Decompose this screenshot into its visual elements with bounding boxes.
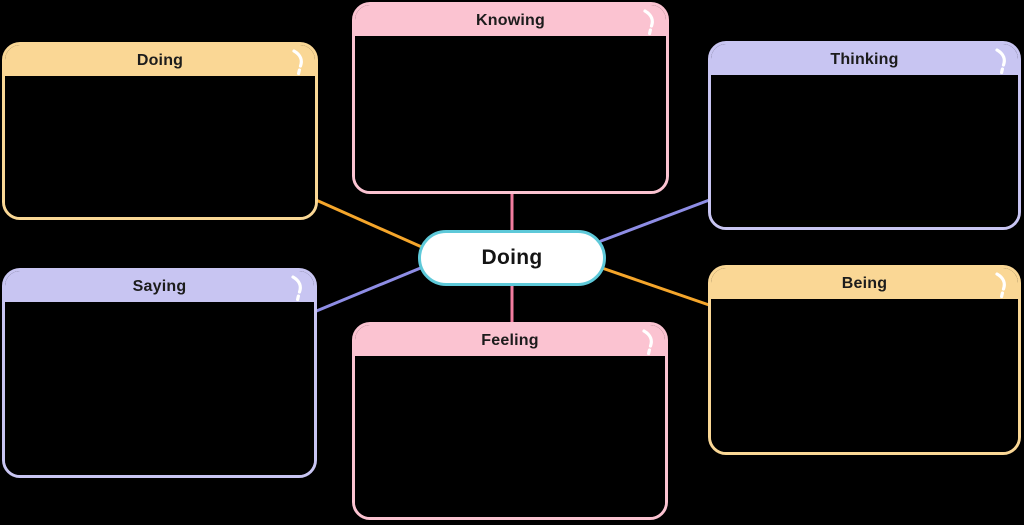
shine-icon: [995, 48, 1006, 75]
card-feeling[interactable]: Feeling: [352, 322, 668, 520]
card-doing-top-left[interactable]: Doing: [2, 42, 318, 220]
shine-icon: [292, 49, 303, 76]
card-title: Being: [841, 274, 888, 292]
connector-doing-top-left: [314, 198, 426, 250]
card-body[interactable]: [355, 356, 665, 517]
card-title: Thinking: [830, 50, 899, 68]
card-body[interactable]: [5, 76, 315, 217]
card-saying[interactable]: Saying: [2, 268, 317, 478]
center-node-label: Doing: [481, 246, 543, 269]
card-body[interactable]: [5, 302, 314, 475]
card-header: Doing: [5, 45, 315, 76]
card-thinking[interactable]: Thinking: [708, 41, 1021, 230]
card-header: Being: [711, 268, 1018, 299]
connector-being: [600, 266, 714, 308]
card-title: Feeling: [481, 331, 539, 349]
card-header: Saying: [5, 271, 314, 302]
center-node[interactable]: Doing: [418, 230, 606, 286]
card-title: Knowing: [476, 11, 545, 29]
shine-icon: [642, 329, 653, 356]
card-body[interactable]: [711, 75, 1018, 227]
card-body[interactable]: [355, 36, 666, 191]
card-body[interactable]: [711, 299, 1018, 452]
card-knowing[interactable]: Knowing: [352, 2, 669, 194]
card-being[interactable]: Being: [708, 265, 1021, 455]
card-header: Knowing: [355, 5, 666, 36]
shine-icon: [291, 275, 302, 302]
shine-icon: [995, 272, 1006, 299]
connector-thinking: [599, 197, 714, 243]
card-header: Thinking: [711, 44, 1018, 75]
connector-saying: [312, 265, 425, 314]
card-title: Doing: [136, 51, 184, 69]
card-header: Feeling: [355, 325, 665, 356]
shine-icon: [643, 9, 654, 36]
card-title: Saying: [132, 277, 187, 295]
